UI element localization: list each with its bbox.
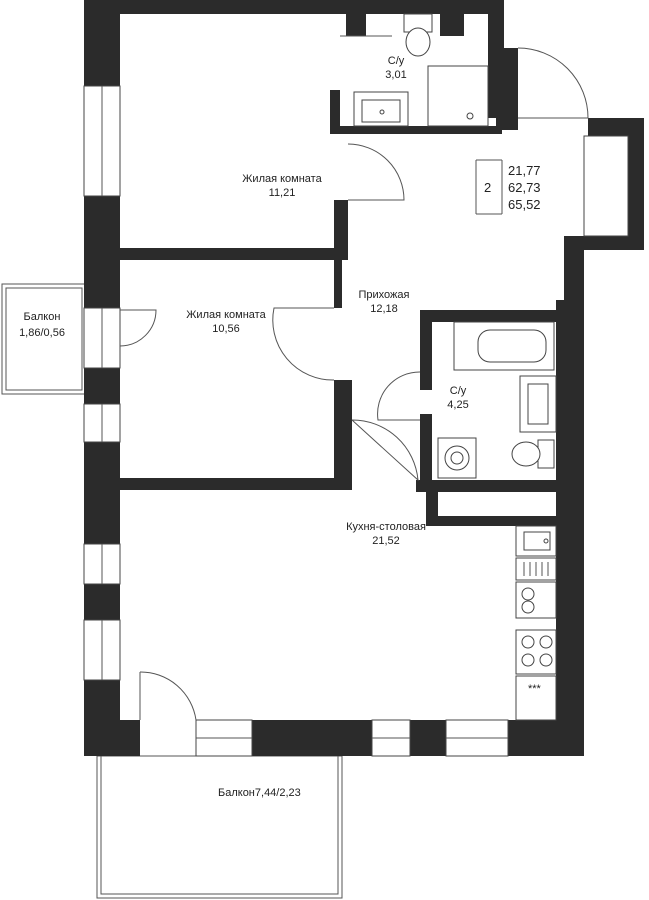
bathroom-mid-area: 4,25 (447, 399, 468, 411)
svg-text:***: *** (528, 683, 542, 695)
toilet-top-icon (403, 13, 433, 57)
apartment-summary: 2 21,77 62,73 65,52 (475, 159, 541, 215)
bedroom-1-name: Жилая комната (242, 173, 322, 185)
kitchen-area: 21,52 (372, 535, 400, 547)
balcony-left (1, 283, 87, 395)
balcony-left-area: 1,86/0,56 (19, 327, 65, 339)
shower-top-icon (427, 65, 489, 127)
balcony-bottom-label: Балкон7,44/2,23 (218, 787, 301, 799)
boiler-icon (515, 581, 557, 619)
bedroom-2-name: Жилая комната (186, 309, 266, 321)
summary-total-with-balcony: 65,52 (508, 197, 541, 212)
bathroom-top-area: 3,01 (385, 69, 406, 81)
kitchen-name: Кухня-столовая (346, 521, 426, 533)
stove-icon (515, 629, 557, 675)
windows (83, 85, 629, 757)
toilet-mid-icon (511, 439, 555, 469)
walls (84, 0, 644, 756)
room-labels: С/у 3,01 Жилая комната 11,21 Жилая комна… (19, 55, 469, 799)
sink-top-icon (353, 91, 409, 127)
hallway-area: 12,18 (370, 303, 398, 315)
balcony-bottom (96, 755, 343, 899)
bathroom-top-name: С/у (388, 55, 405, 67)
balcony-bottom-area: 7,44/2,23 (255, 787, 301, 799)
fridge-icon: *** (515, 675, 557, 721)
washing-machine-icon (437, 437, 477, 479)
bedroom-1-area: 11,21 (269, 187, 296, 199)
summary-living-area: 21,77 (508, 163, 541, 178)
summary-rooms: 2 (484, 180, 491, 195)
balcony-bottom-name: Балкон (218, 787, 255, 799)
bedroom-2-area: 10,56 (212, 323, 240, 335)
doors (119, 35, 589, 721)
balcony-left-name: Балкон (24, 311, 61, 323)
bathtub-icon (453, 321, 555, 371)
dishwasher-icon (515, 557, 557, 581)
hallway-name: Прихожая (359, 289, 410, 301)
bathroom-mid-name: С/у (450, 385, 467, 397)
kitchen-sink-icon (515, 525, 557, 557)
sink-mid-icon (519, 375, 557, 433)
summary-total-area: 62,73 (508, 180, 541, 195)
